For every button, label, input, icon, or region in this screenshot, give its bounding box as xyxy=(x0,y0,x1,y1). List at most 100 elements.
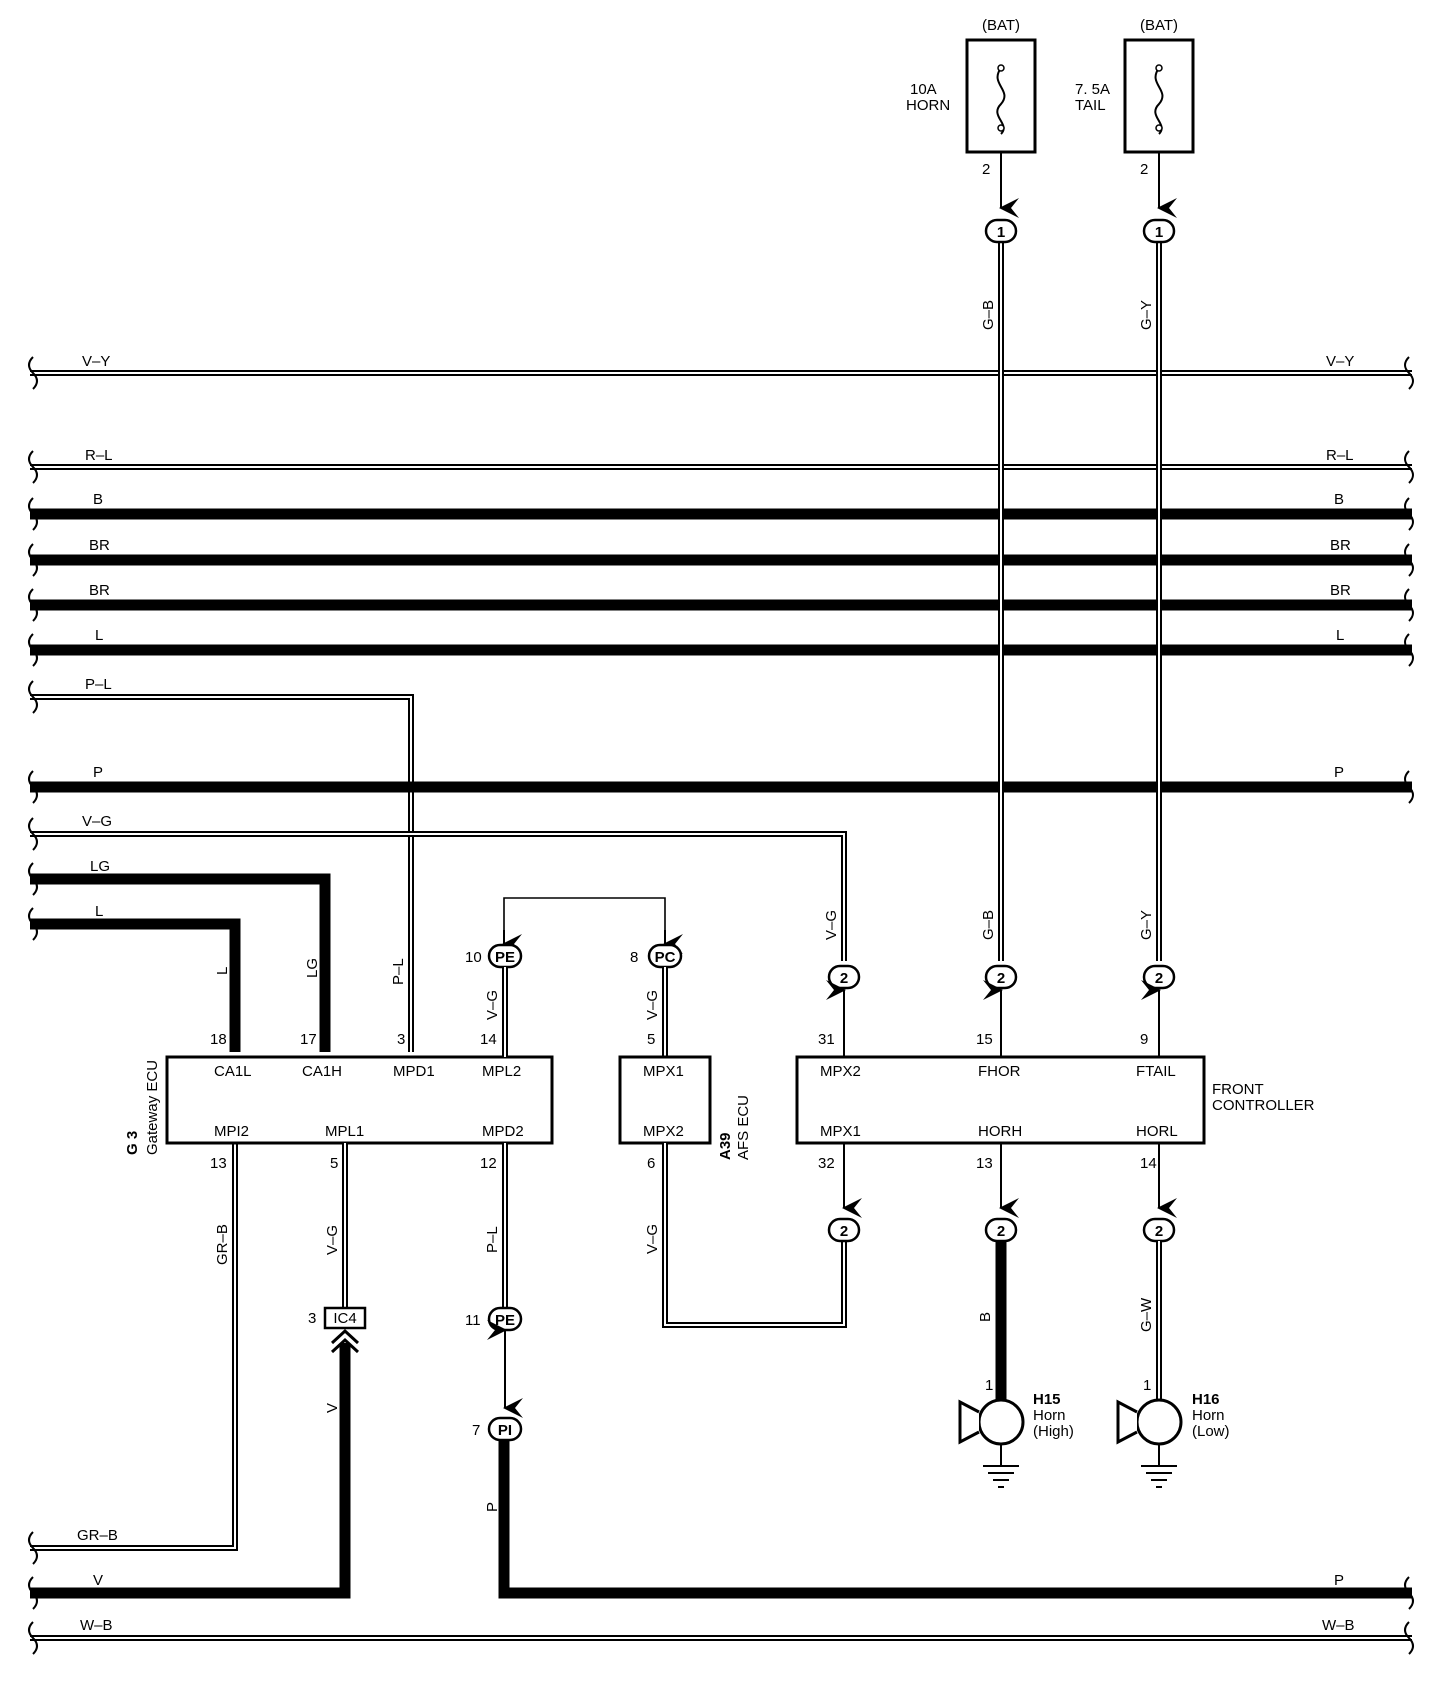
afs-pin-mpx2-name: MPX2 xyxy=(643,1123,684,1140)
fuse-tail-pin: 2 xyxy=(1140,161,1148,178)
gw-pin-mpl1-num: 5 xyxy=(330,1155,338,1172)
fuse-tail-name: TAIL xyxy=(1075,97,1106,114)
bus-label-v-y-left: V–Y xyxy=(82,353,110,370)
junction-pe-10: PE 10 xyxy=(465,943,523,969)
gw-pin-ca1h-name: CA1H xyxy=(302,1063,342,1080)
wire-p-bottom xyxy=(498,1440,1412,1599)
junction-pe-11: PE 11 xyxy=(465,1306,523,1332)
connector-2-mpx1: 2 xyxy=(827,1143,862,1243)
gateway-ecu-name: Gateway ECU xyxy=(144,1060,161,1155)
gw-pin-mpi2-name: MPI2 xyxy=(214,1123,249,1140)
connector-2-horh-label: 2 xyxy=(997,1223,1005,1240)
wire-v xyxy=(30,1343,351,1599)
horn-h16: 1 H16 Horn (Low) xyxy=(1116,1377,1230,1488)
wire-label-v-g-afs: V–G xyxy=(644,1224,661,1254)
bus-label-p-right: P xyxy=(1334,764,1344,781)
fc-pin-horh-name: HORH xyxy=(978,1123,1022,1140)
gw-pin-ca1h-num: 17 xyxy=(300,1031,317,1048)
gw-pin-ca1l-name: CA1L xyxy=(214,1063,252,1080)
bus-label-r-l-right: R–L xyxy=(1326,447,1354,464)
horn-h15-ground-icon xyxy=(983,1465,1019,1488)
wire-label-v-g-fc: V–G xyxy=(823,910,840,940)
fuse-horn: (BAT) 10A HORN 2 xyxy=(906,17,1037,218)
horn-h16-ground-icon xyxy=(1141,1465,1177,1488)
bus-label-p-bottom: P xyxy=(1334,1572,1344,1589)
wire-label-lg: LG xyxy=(304,958,321,978)
connector-2-fhor-label: 2 xyxy=(997,970,1005,987)
wire-label-v-g-ic4: V–G xyxy=(324,1225,341,1255)
horn-h15-pin: 1 xyxy=(985,1377,993,1394)
wire-label-l: L xyxy=(214,967,231,975)
fc-pin-horl-num: 14 xyxy=(1140,1155,1157,1172)
gw-pin-mpi2-num: 13 xyxy=(210,1155,227,1172)
afs-ecu-code: A39 xyxy=(717,1132,734,1160)
bus-label-v-y-right: V–Y xyxy=(1326,353,1354,370)
wire-v-g-afs xyxy=(662,1143,847,1328)
gw-pin-mpd1-num: 3 xyxy=(397,1031,405,1048)
junction-pe-10-id: PE xyxy=(495,949,515,966)
connector-fuse-tail: 1 xyxy=(1142,218,1176,244)
bus-label-p-l: P–L xyxy=(85,676,112,693)
fuse-horn-pin: 2 xyxy=(982,161,990,178)
bus-labels: V–Y V–Y R–L R–L B B BR BR BR BR L L P–L … xyxy=(77,353,1355,1634)
horn-h16-icon xyxy=(1135,1398,1183,1446)
wire-label-g-y-fc: G–Y xyxy=(1138,910,1155,940)
connector-2-mpx1-label: 2 xyxy=(840,1223,848,1240)
fc-pin-mpx1-num: 32 xyxy=(818,1155,835,1172)
horn-h16-pin: 1 xyxy=(1143,1377,1151,1394)
bus-label-l2: L xyxy=(95,903,103,920)
bus-label-p-left: P xyxy=(93,764,103,781)
wire-pe-pc-jumper xyxy=(503,897,666,944)
front-controller: FRONT CONTROLLER 31 MPX2 15 FHOR 9 FTAIL… xyxy=(795,1031,1315,1172)
bus-label-l-left: L xyxy=(95,627,103,644)
connector-fuse-horn-label: 1 xyxy=(997,224,1005,241)
gateway-ecu: G 3 Gateway ECU 18 CA1L 17 CA1H 3 MPD1 1… xyxy=(124,1031,554,1172)
junction-pi-7-id: PI xyxy=(498,1422,512,1439)
connector-2-horh: 2 xyxy=(984,1143,1019,1243)
gw-pin-mpl2-name: MPL2 xyxy=(482,1063,521,1080)
wire-l xyxy=(30,918,241,1052)
junction-pi-7: PI 7 xyxy=(472,1416,523,1442)
horn-h15: 1 H15 Horn (High) xyxy=(958,1377,1074,1488)
afs-pin-mpx1-name: MPX1 xyxy=(643,1063,684,1080)
bus-label-r-l-left: R–L xyxy=(85,447,113,464)
connector-2-mpx2: 2 xyxy=(826,964,861,1057)
connector-fuse-tail-label: 1 xyxy=(1155,224,1163,241)
fuse-tail-source: (BAT) xyxy=(1140,17,1178,34)
junction-pi-7-pin: 7 xyxy=(472,1422,480,1439)
wire-label-g-b-fc: G–B xyxy=(980,910,997,940)
fuse-horn-rating: 10A xyxy=(910,81,937,98)
bus-label-b-left: B xyxy=(93,491,103,508)
connector-2-mpx2-label: 2 xyxy=(840,970,848,987)
wire-v-g xyxy=(30,831,847,961)
fuse-tail-rating: 7. 5A xyxy=(1075,81,1110,98)
horn-h16-type: (Low) xyxy=(1192,1423,1230,1440)
wire-label-p-l: P–L xyxy=(390,958,407,985)
gw-pin-mpl1-name: MPL1 xyxy=(325,1123,364,1140)
fc-pin-mpx2-name: MPX2 xyxy=(820,1063,861,1080)
bus-label-lg: LG xyxy=(90,858,110,875)
junction-pe-11-id: PE xyxy=(495,1312,515,1329)
wire-label-g-y-top: G–Y xyxy=(1138,300,1155,330)
fuse-horn-name: HORN xyxy=(906,97,950,114)
wire-label-gr-b: GR–B xyxy=(214,1224,231,1265)
gw-pin-mpd2-num: 12 xyxy=(480,1155,497,1172)
connector-2-ftail-label: 2 xyxy=(1155,970,1163,987)
bus-break-marks xyxy=(28,356,1414,1655)
fc-pin-horh-num: 13 xyxy=(976,1155,993,1172)
bus-label-l-right: L xyxy=(1336,627,1344,644)
horn-h15-name: Horn xyxy=(1033,1407,1066,1424)
afs-ecu: 5 MPX1 MPX2 6 A39 AFS ECU xyxy=(618,1031,752,1172)
bus-label-v-g: V–G xyxy=(82,813,112,830)
wire-label-v-g-pc: V–G xyxy=(644,990,661,1020)
bus-label-br2-left: BR xyxy=(89,582,110,599)
fc-pin-ftail-name: FTAIL xyxy=(1136,1063,1176,1080)
junction-pe-11-pin: 11 xyxy=(465,1312,481,1329)
fc-name-line2: CONTROLLER xyxy=(1212,1097,1315,1114)
bus-label-w-b-left: W–B xyxy=(80,1617,113,1634)
afs-pin-mpx2-num: 6 xyxy=(647,1155,655,1172)
horn-h16-name: Horn xyxy=(1192,1407,1225,1424)
wire-label-g-b-top: G–B xyxy=(980,300,997,330)
bus-lines xyxy=(30,370,1412,1641)
